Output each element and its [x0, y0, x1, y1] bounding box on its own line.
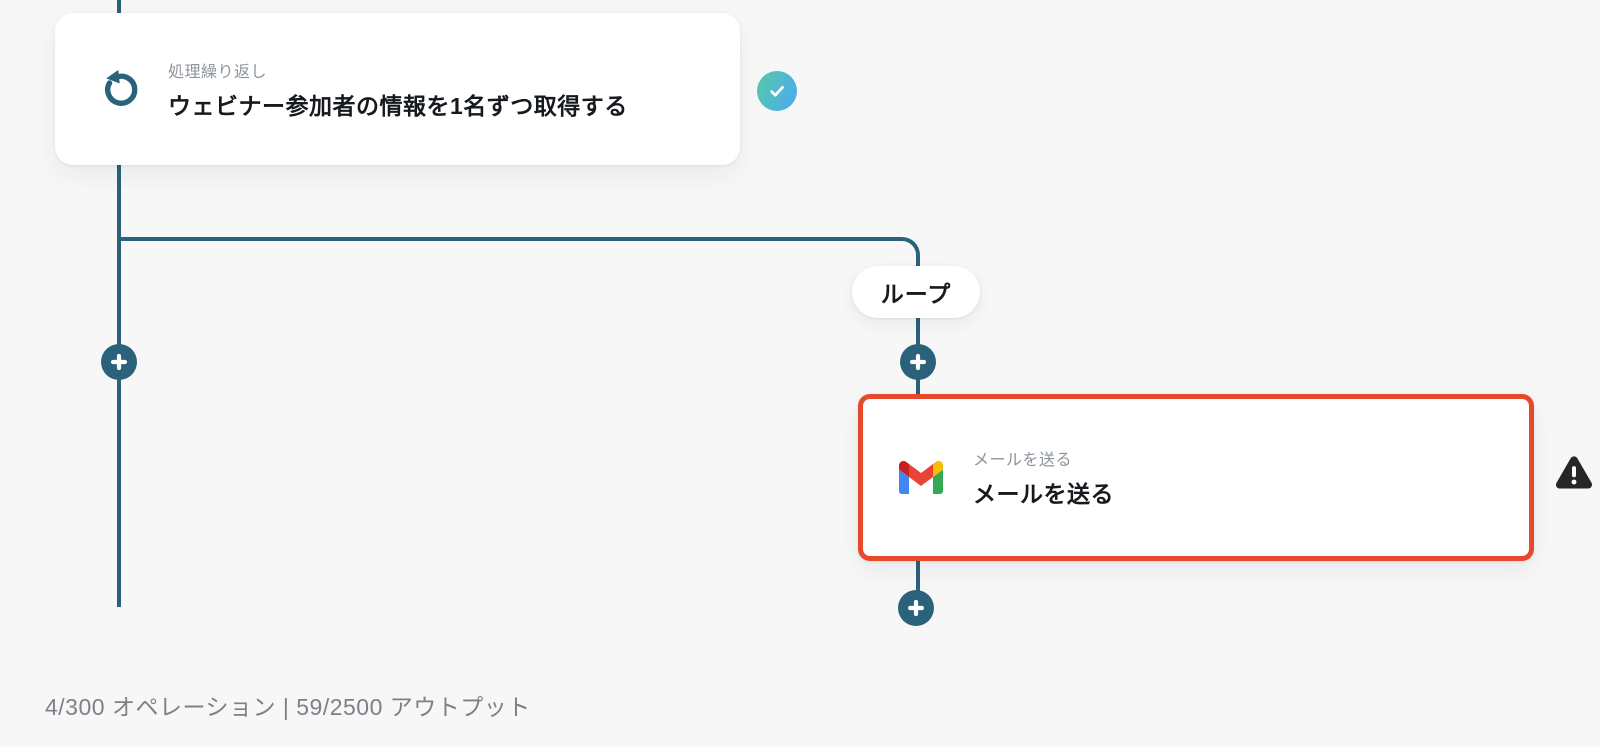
usage-status-text: 4/300 オペレーション | 59/2500 アウトプット: [45, 694, 531, 720]
warning-indicator: [1551, 452, 1597, 499]
loop-pill-label: ループ: [880, 281, 952, 307]
connector-line-left-branch: [117, 0, 121, 607]
success-check-badge: [757, 71, 797, 111]
loop-refresh-icon: [100, 69, 140, 109]
connector-line-branch-elbow: [117, 237, 920, 281]
workflow-node-gmail-send[interactable]: メールを送る メールを送る: [858, 394, 1534, 561]
plus-icon: [907, 599, 925, 617]
plus-icon: [110, 353, 128, 371]
gmail-icon: [899, 461, 943, 495]
loop-branch-pill[interactable]: ループ: [852, 266, 980, 318]
node-type-label: メールを送る: [973, 452, 1073, 469]
add-step-button-loop-bottom[interactable]: [898, 590, 934, 626]
connector-line-loop-lower: [916, 559, 920, 609]
node-type-label: 処理繰り返し: [168, 63, 268, 81]
plus-icon: [909, 353, 927, 371]
warning-icon: [1555, 456, 1593, 489]
workflow-node-loop-start[interactable]: 処理繰り返し ウェビナー参加者の情報を1名ずつ取得する: [55, 13, 740, 165]
add-step-button-loop-top[interactable]: [900, 344, 936, 380]
check-icon: [770, 85, 784, 97]
node-title: メールを送る: [973, 481, 1114, 507]
connector-line-loop-upper: [916, 272, 920, 396]
add-step-button-left-branch[interactable]: [101, 344, 137, 380]
node-title: ウェビナー参加者の情報を1名ずつ取得する: [168, 92, 628, 119]
